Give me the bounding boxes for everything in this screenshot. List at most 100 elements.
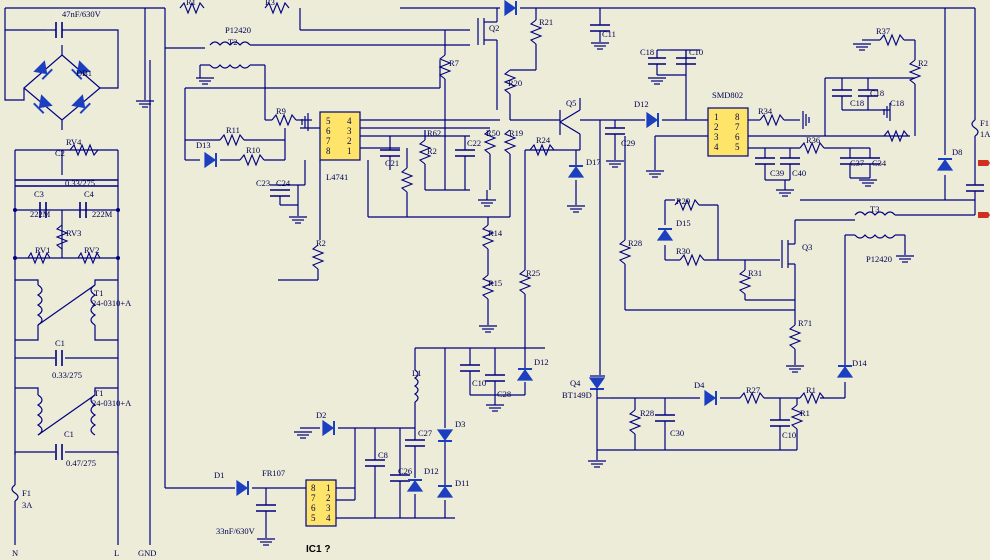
label-bt149d: BT149D	[562, 390, 592, 400]
label-l4741: L4741	[326, 172, 348, 182]
label-c3: C3	[34, 189, 44, 199]
ic1-pin-r3: 3	[326, 503, 331, 513]
label-r3-top: R3	[265, 0, 275, 7]
label-c22: C22	[467, 138, 481, 148]
label-c1a-val: 0.33/275	[52, 370, 82, 380]
label-r2a: R2	[427, 146, 437, 156]
label-c18c: C18	[870, 88, 884, 98]
label-c10b: C10	[472, 378, 486, 388]
label-c37: C37	[850, 158, 864, 168]
label-gnd: GND	[138, 548, 156, 558]
ic-l4741: 5 6 7 8 4 3 2 1	[326, 116, 352, 156]
ic-l4741-pin-r2: 3	[347, 126, 352, 136]
label-p1-t2: P12420	[225, 25, 251, 35]
ic-smd802-pin-r3: 6	[735, 132, 740, 142]
l4741-section	[184, 30, 517, 333]
label-c39: C39	[770, 168, 784, 178]
label-c18a: C18	[640, 47, 654, 57]
label-p1-t3: P12420	[866, 254, 892, 264]
label-c2: C2	[55, 148, 65, 158]
label-d11: D11	[455, 478, 469, 488]
ic-smd802-pin-l4: 4	[714, 142, 719, 152]
label-cap-bottom: 33nF/630V	[216, 526, 256, 536]
component-labels: R1 R3 47nF/630V DB1 RV4 C2 0.33/275 C3 2…	[12, 0, 990, 558]
label-c34: C34	[872, 158, 887, 168]
label-r62: R62	[427, 128, 441, 138]
label-d4: D4	[694, 380, 705, 390]
label-l1: L1	[412, 368, 421, 378]
label-r28b: R28	[640, 408, 654, 418]
ic-l4741-pin-l2: 6	[326, 126, 331, 136]
label-d17: D17	[586, 157, 601, 167]
top-bus	[164, 0, 975, 120]
ic-l4741-pin-l1: 5	[326, 116, 331, 126]
ic-l4741-pin-l3: 7	[326, 136, 331, 146]
label-d12c: D12	[424, 466, 439, 476]
label-c18d: C18	[890, 98, 904, 108]
ic-l4741-pin-l4: 8	[326, 146, 331, 156]
label-c4-val: 222M	[92, 209, 113, 219]
ic1-pin-l3: 6	[311, 503, 316, 513]
label-t1a: T1	[94, 288, 103, 298]
label-c1b: C1	[64, 429, 74, 439]
label-r1-top: R1	[186, 0, 196, 7]
label-t1b-val: 24-0310+A	[92, 398, 132, 408]
label-c8: C8	[378, 450, 388, 460]
label-r20: R20	[508, 78, 522, 88]
ic-smd802-pin-r4: 5	[735, 142, 740, 152]
label-rv2: RV2	[84, 245, 99, 255]
label-d15: D15	[676, 218, 691, 228]
label-t1b: T1	[94, 388, 103, 398]
label-f1-val: 3A	[22, 500, 33, 510]
label-cap-top: 47nF/630V	[62, 9, 102, 19]
label-c26: C26	[398, 466, 412, 476]
label-r15: R15	[488, 278, 502, 288]
label-r2b: R2	[316, 238, 326, 248]
label-c28: C28	[497, 389, 511, 399]
ic-smd802-pin-l1: 1	[714, 112, 719, 122]
label-c3-val: 222M	[30, 209, 51, 219]
label-c24: C24	[276, 178, 291, 188]
label-r9: R9	[276, 106, 286, 116]
label-r21: R21	[539, 17, 553, 27]
ic1-pin-l1: 8	[311, 483, 316, 493]
label-n: N	[12, 548, 18, 558]
label-c40: C40	[792, 168, 806, 178]
label-c27: C27	[418, 428, 432, 438]
label-q4: Q4	[570, 378, 581, 388]
label-c1b-val: 0.47/275	[66, 458, 96, 468]
label-f1-out: F1	[980, 118, 989, 128]
label-rv3: RV3	[66, 228, 81, 238]
label-d8: D8	[952, 147, 962, 157]
bottom-right-section	[587, 375, 825, 468]
label-c18b: C18	[850, 98, 864, 108]
label-d13: D13	[196, 140, 211, 150]
ic-smd802: 1 2 3 4 8 7 6 5	[714, 112, 740, 152]
label-r7: R7	[449, 58, 459, 68]
label-r2c: R2	[918, 58, 928, 68]
ic1-pin-r1: 1	[326, 483, 331, 493]
mains-input-section	[4, 7, 165, 545]
diagram-title: IC1 ?	[306, 544, 330, 555]
label-r11: R11	[226, 125, 240, 135]
ic-l4741-pin-r4: 1	[347, 146, 352, 156]
q3-output-section	[618, 8, 990, 399]
label-q3: Q3	[802, 242, 812, 252]
label-r71: R71	[798, 318, 812, 328]
label-r29: R29	[676, 196, 690, 206]
bottom-middle-section	[413, 347, 545, 425]
label-r27: R27	[746, 385, 760, 395]
label-c10c: C10	[782, 430, 796, 440]
label-r28a: R28	[628, 238, 642, 248]
label-c21: C21	[385, 158, 399, 168]
label-c4: C4	[84, 189, 95, 199]
label-t2: T2	[228, 37, 237, 47]
label-r30: R30	[676, 246, 690, 256]
bottom-left-section	[164, 48, 455, 546]
label-f1-out-val: 1A	[980, 129, 990, 139]
label-r37: R37	[876, 26, 890, 36]
ic1-pin-l2: 7	[311, 493, 316, 503]
label-t3: T3	[870, 204, 879, 214]
label-r36: R36	[806, 135, 820, 145]
